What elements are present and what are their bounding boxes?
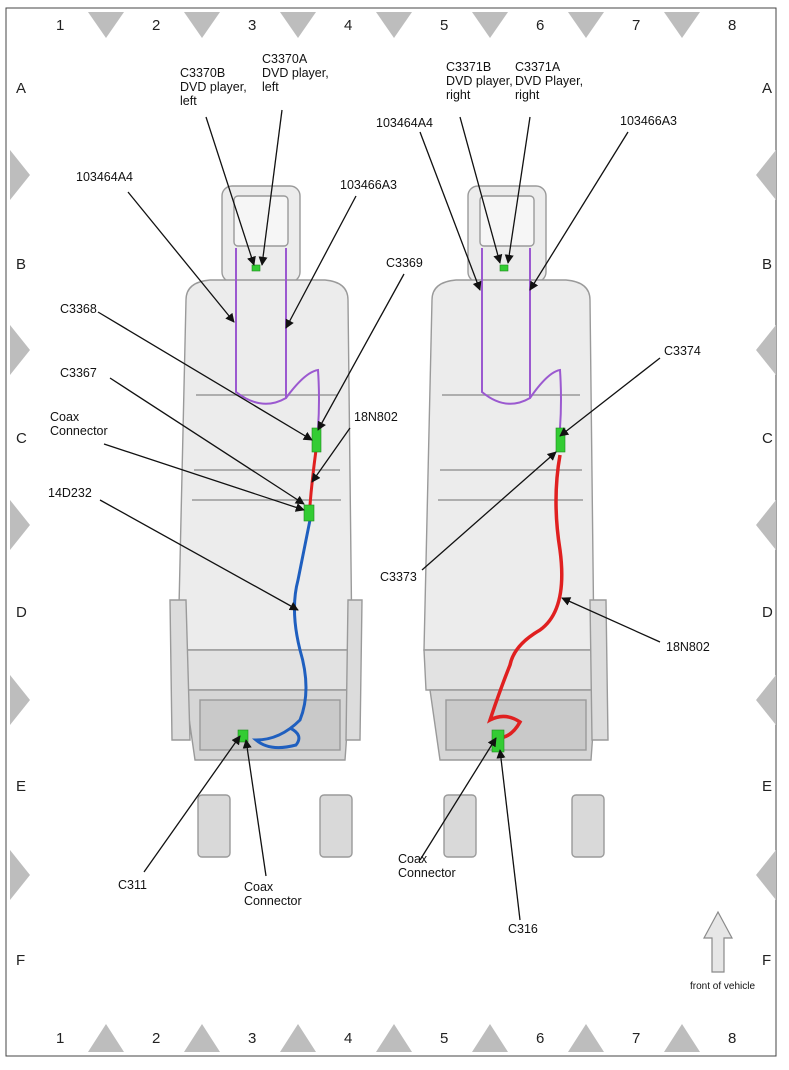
callout-c3369: C3369 xyxy=(386,256,423,270)
row-label-d-left: D xyxy=(16,604,27,621)
row-label-a-left: A xyxy=(16,80,27,97)
callout-c3373: C3373 xyxy=(380,570,417,584)
col-label-8-top: 8 xyxy=(728,17,737,34)
col-label-5-bottom: 5 xyxy=(440,1030,449,1047)
leader-lines xyxy=(97,109,661,921)
callout-c3367: C3367 xyxy=(60,366,97,380)
right-harness-purple xyxy=(481,248,562,429)
left-connectors xyxy=(237,264,322,743)
row-label-e-left: E xyxy=(16,778,27,795)
callout-c316: C316 xyxy=(508,922,538,936)
callout-right-18n802: 18N802 xyxy=(666,640,710,654)
row-label-d-right: D xyxy=(762,604,773,621)
col-label-3-top: 3 xyxy=(248,17,257,34)
bottom-zone-markers xyxy=(88,1024,700,1052)
left-seat xyxy=(169,185,363,858)
callout-coax-left-top: Coax Connector xyxy=(50,410,108,438)
callout-c3368: C3368 xyxy=(60,302,97,316)
col-label-1-top: 1 xyxy=(56,17,65,34)
row-label-e-right: E xyxy=(762,778,773,795)
row-label-b-left: B xyxy=(16,256,27,273)
col-label-1-bottom: 1 xyxy=(56,1030,65,1047)
callout-left-103464a4: 103464A4 xyxy=(76,170,134,184)
row-label-a-right: A xyxy=(762,80,773,97)
col-label-7-top: 7 xyxy=(632,17,641,34)
col-label-4-top: 4 xyxy=(344,17,353,34)
right-harness-red xyxy=(486,454,564,740)
callout-coax-right: Coax Connector xyxy=(398,852,456,880)
col-label-6-top: 6 xyxy=(536,17,545,34)
callout-left-18n802: 18N802 xyxy=(354,410,398,424)
callout-right-103464a4: 103464A4 xyxy=(376,116,434,130)
callout-right-103466a3: 103466A3 xyxy=(620,114,678,128)
callout-c3371b: C3371B DVD player, right xyxy=(446,60,513,102)
callout-c3371a: C3371A DVD Player, right xyxy=(515,60,584,102)
row-label-c-left: C xyxy=(16,430,27,447)
front-of-vehicle-arrow-icon xyxy=(702,910,734,973)
left-zone-markers xyxy=(10,150,30,900)
left-harness-blue xyxy=(251,519,312,750)
right-zone-markers xyxy=(756,150,776,900)
callout-c3370b: C3370B DVD player, left xyxy=(180,66,247,108)
top-zone-markers xyxy=(88,12,700,38)
border-frame xyxy=(5,7,777,1057)
right-seat xyxy=(423,185,609,858)
col-label-3-bottom: 3 xyxy=(248,1030,257,1047)
callout-14d232: 14D232 xyxy=(48,486,92,500)
col-label-6-bottom: 6 xyxy=(536,1030,545,1047)
row-label-f-left: F xyxy=(16,952,26,969)
col-label-4-bottom: 4 xyxy=(344,1030,353,1047)
callout-c311: C311 xyxy=(118,878,147,892)
callout-c3374: C3374 xyxy=(664,344,701,358)
row-label-f-right: F xyxy=(762,952,772,969)
col-label-8-bottom: 8 xyxy=(728,1030,737,1047)
row-label-c-right: C xyxy=(762,430,773,447)
callout-left-103466a3: 103466A3 xyxy=(340,178,398,192)
col-label-5-top: 5 xyxy=(440,17,449,34)
left-harness-purple xyxy=(235,248,320,429)
callout-coax-left-bottom: Coax Connector xyxy=(244,880,302,908)
col-label-7-bottom: 7 xyxy=(632,1030,641,1047)
col-label-2-top: 2 xyxy=(152,17,161,34)
front-of-vehicle-label: front of vehicle xyxy=(690,981,756,992)
row-label-b-right: B xyxy=(762,256,773,273)
col-label-2-bottom: 2 xyxy=(152,1030,161,1047)
callout-c3370a: C3370A DVD player, left xyxy=(262,52,329,94)
